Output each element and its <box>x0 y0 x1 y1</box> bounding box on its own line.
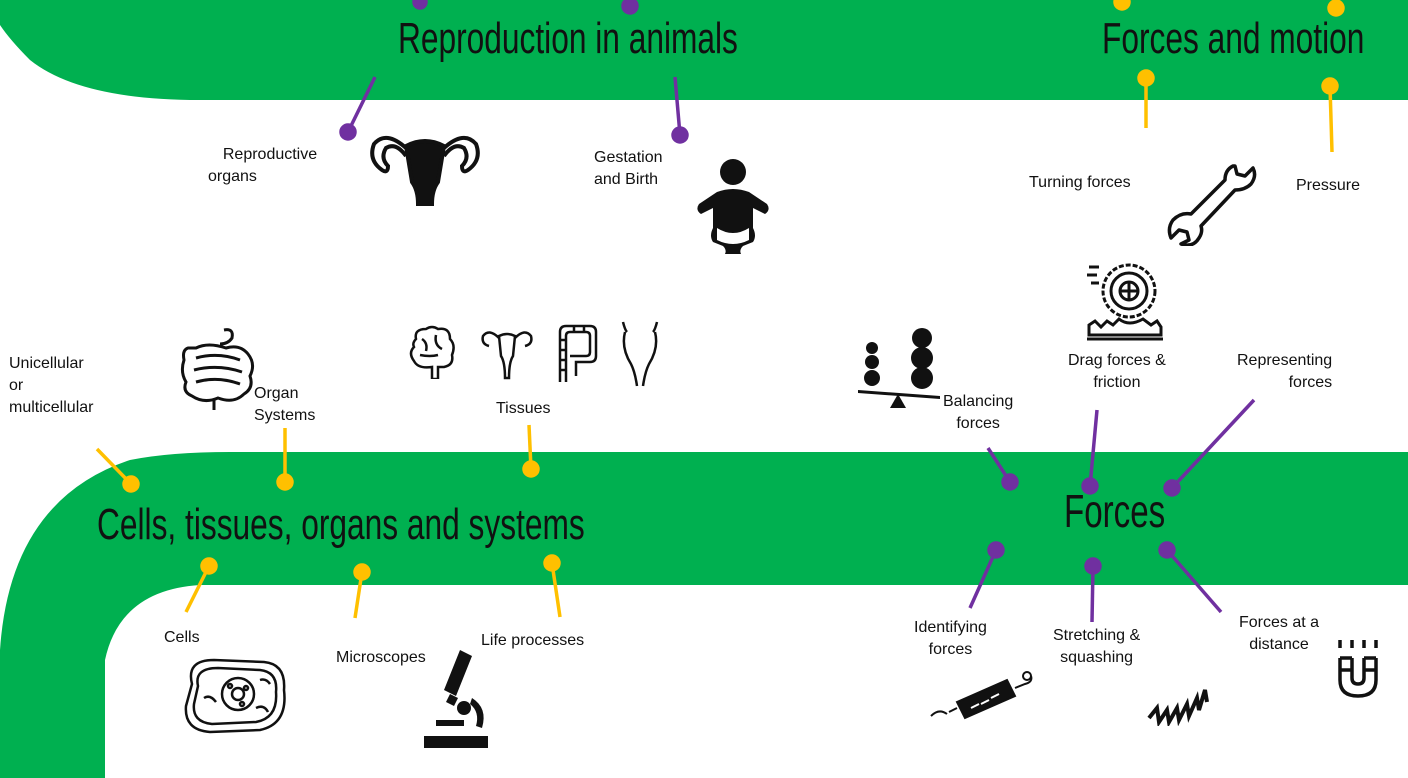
magnet-icon <box>1328 630 1388 706</box>
label-turning-forces: Turning forces <box>1029 174 1131 191</box>
spring-scale-icon <box>930 671 1033 720</box>
top-green-band <box>0 0 1408 100</box>
cell-icon <box>184 658 286 734</box>
purple-connectors <box>339 0 1256 623</box>
colon-icon <box>558 324 598 382</box>
title-cells-tissues: Cells, tissues, organs and systems <box>97 500 585 549</box>
label-unicellular: Unicellular or multicellular <box>9 355 94 416</box>
label-pressure: Pressure <box>1296 177 1361 194</box>
uterus-icon <box>370 136 480 206</box>
brain-icon <box>409 325 455 379</box>
label-tissues: Tissues <box>496 400 551 417</box>
label-reproductive-organs: Reproductive organs <box>208 146 318 185</box>
spring-icon <box>1147 689 1209 726</box>
wrench-icon <box>1167 164 1257 246</box>
bladder-icon <box>621 321 659 387</box>
label-representing-forces: Representing forces <box>1237 352 1333 391</box>
label-cells: Cells <box>164 629 200 646</box>
title-reproduction: Reproduction in animals <box>398 14 738 63</box>
label-forces-at-distance: Forces at a distance <box>1239 614 1320 653</box>
uterus-small-icon <box>481 331 533 380</box>
label-gestation: Gestation and Birth <box>594 149 663 188</box>
balance-icon <box>858 328 940 408</box>
gold-connectors <box>95 0 1345 619</box>
intestine-icon <box>180 328 255 410</box>
title-forces: Forces <box>1064 485 1166 537</box>
label-drag-forces: Drag forces & friction <box>1068 352 1166 391</box>
label-organ-systems: Organ Systems <box>254 385 316 424</box>
bottom-green-band <box>0 452 1408 778</box>
label-microscopes: Microscopes <box>336 649 426 666</box>
label-stretching: Stretching & squashing <box>1053 627 1141 666</box>
label-identifying-forces: Identifying forces <box>914 619 987 658</box>
label-life-processes: Life processes <box>481 632 585 649</box>
microscope-icon <box>424 650 488 748</box>
label-balancing-forces: Balancing forces <box>943 393 1014 432</box>
title-forces-and-motion: Forces and motion <box>1102 14 1365 63</box>
baby-icon <box>697 159 769 254</box>
wheel-friction-icon <box>1087 263 1163 341</box>
